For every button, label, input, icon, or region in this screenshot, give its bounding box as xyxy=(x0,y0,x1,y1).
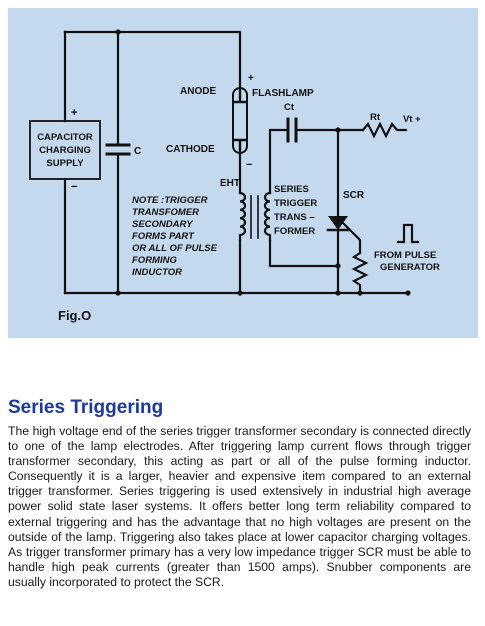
transformer-core xyxy=(250,195,259,239)
supply-label-line-2: CHARGING xyxy=(39,145,91,156)
primary-coil xyxy=(263,191,272,242)
from-pulse-label-line-2: GENERATOR xyxy=(380,262,440,273)
ct-left-wire xyxy=(268,128,290,195)
figure-panel: CAPACITOR CHARGING SUPPLY + − C ANODE FL… xyxy=(8,8,478,338)
section-title: Series Triggering xyxy=(8,397,164,418)
series-trigger-label-line-1: SERIES xyxy=(274,184,309,195)
transformer-primary-bottom-wire xyxy=(268,238,340,268)
capacitor-c-plates xyxy=(105,143,131,156)
flashlamp-anode-electrode xyxy=(233,86,247,104)
pulse-symbol xyxy=(396,223,420,244)
supply-label-line-3: SUPPLY xyxy=(46,158,84,169)
supply-label-line-1: CAPACITOR xyxy=(37,132,93,143)
body-paragraph: The high voltage end of the series trigg… xyxy=(8,424,471,589)
capacitor-c-label: C xyxy=(134,146,141,157)
from-pulse-label-line-1: FROM PULSE xyxy=(374,250,436,261)
note-line-5: OR ALL OF PULSE xyxy=(132,243,218,254)
junction-dot xyxy=(115,29,121,35)
note-line-6: FORMING xyxy=(132,255,177,266)
lamp-minus-sign: − xyxy=(246,159,252,171)
eht-label: EHT xyxy=(220,178,240,189)
junction-dot xyxy=(335,290,341,296)
junction-dot xyxy=(405,290,411,296)
junction-dot xyxy=(237,290,243,296)
scr-triangle xyxy=(328,216,348,230)
note-line-3: SECONDARY xyxy=(132,219,194,230)
junction-dots xyxy=(115,29,411,296)
top-rail-wire xyxy=(63,30,242,90)
scr-gate-wire xyxy=(338,218,362,255)
figure-label: Fig.O xyxy=(58,308,92,323)
series-trigger-label-line-3: TRANS – xyxy=(274,212,315,223)
lamp-plus-sign: + xyxy=(248,73,254,84)
circuit-diagram: CAPACITOR CHARGING SUPPLY + − C ANODE FL… xyxy=(29,29,440,296)
junction-dot xyxy=(335,127,341,133)
note-line-1: NOTE :TRIGGER xyxy=(132,195,208,206)
vt-label: Vt + xyxy=(403,114,421,125)
supply-plus-sign: + xyxy=(71,107,77,119)
junction-dot xyxy=(335,263,341,269)
note-line-2: TRANSFOMER xyxy=(132,207,199,218)
junction-dot xyxy=(357,290,363,296)
ct-label: Ct xyxy=(284,102,295,113)
series-trigger-label-line-2: TRIGGER xyxy=(274,198,317,209)
scr-label: SCR xyxy=(343,190,365,201)
supply-minus-sign: − xyxy=(71,181,77,193)
gate-resistor xyxy=(351,251,369,295)
rt-label: Rt xyxy=(370,112,381,123)
junction-dot xyxy=(115,290,121,296)
flashlamp-label: FLASHLAMP xyxy=(252,88,314,99)
cathode-label: CATHODE xyxy=(166,144,215,155)
anode-label: ANODE xyxy=(180,86,216,97)
flashlamp-cathode-electrode xyxy=(233,138,247,155)
note-line-7: INDUCTOR xyxy=(132,267,182,278)
rt-resistor xyxy=(361,121,408,139)
note-line-4: FORMS PART xyxy=(132,231,195,242)
secondary-coil xyxy=(238,191,247,242)
series-trigger-label-line-4: FORMER xyxy=(274,226,315,237)
capacitor-charging-supply-box xyxy=(29,120,101,180)
capacitor-ct-plates xyxy=(286,117,298,143)
